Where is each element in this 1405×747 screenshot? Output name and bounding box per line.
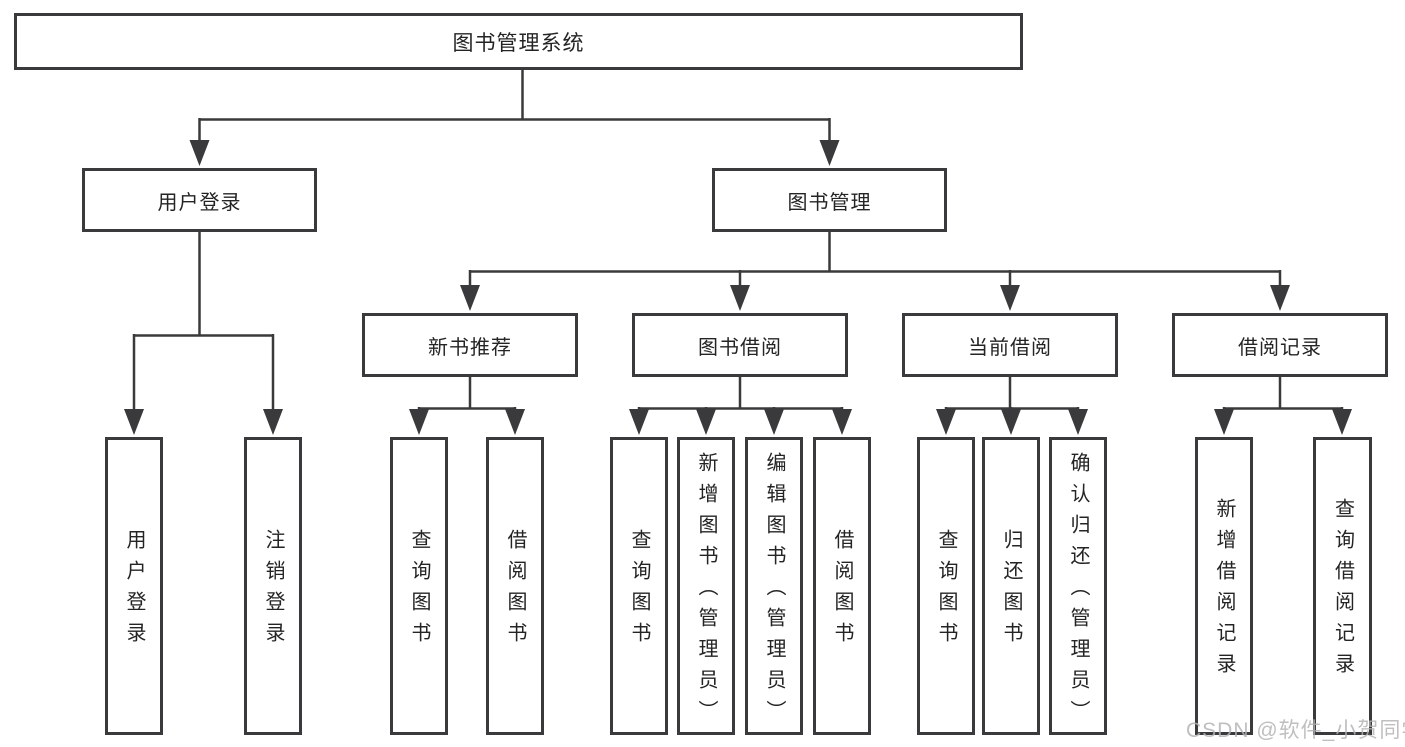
node-book-borrow-label: 图书借阅 [698,336,782,359]
leaf-edit-book-admin: 编辑图书（管理员） [745,437,803,735]
node-book-borrow: 图书借阅 [632,313,848,377]
node-book-management-label: 图书管理 [787,191,872,214]
leaf-query-books-borrow: 查询图书 [610,437,668,735]
leaf-logout-label: 注销登录 [262,529,284,653]
leaf-query-books-recommend: 查询图书 [390,437,448,735]
node-user-login: 用户登录 [82,168,317,232]
node-root-label: 图书管理系统 [452,31,585,55]
leaf-query-borrow-record-label: 查询借阅记录 [1331,498,1354,684]
leaf-query-books-current: 查询图书 [917,437,975,735]
leaf-add-borrow-record-label: 新增借阅记录 [1213,498,1235,684]
arrowheads [124,140,1352,435]
node-current-borrow-label: 当前借阅 [968,336,1052,359]
leaf-query-borrow-record: 查询借阅记录 [1313,437,1372,735]
leaf-user-login-label: 用户登录 [123,529,145,653]
node-current-borrow: 当前借阅 [902,313,1118,377]
leaf-query-books-borrow-label: 查询图书 [628,529,650,653]
node-user-login-label: 用户登录 [157,191,242,214]
leaf-user-login: 用户登录 [105,437,163,735]
leaf-query-books-current-label: 查询图书 [935,529,957,653]
leaf-borrow-books: 借阅图书 [813,437,871,735]
leaf-logout: 注销登录 [244,437,302,735]
leaf-add-book-admin-label: 新增图书（管理员） [695,451,717,731]
leaf-query-books-recommend-label: 查询图书 [408,529,430,653]
leaf-edit-book-admin-label: 编辑图书（管理员） [763,451,785,731]
node-new-book-recommend-label: 新书推荐 [428,336,512,359]
leaf-borrow-books-recommend-label: 借阅图书 [504,529,526,653]
leaf-borrow-books-label: 借阅图书 [831,529,853,653]
leaf-confirm-return-admin: 确认归还（管理员） [1049,437,1107,735]
leaf-return-book: 归还图书 [982,437,1040,735]
leaf-add-book-admin: 新增图书（管理员） [677,437,735,735]
leaf-borrow-books-recommend: 借阅图书 [486,437,544,735]
node-book-management: 图书管理 [712,168,947,232]
leaf-add-borrow-record: 新增借阅记录 [1195,437,1253,735]
node-borrow-records-label: 借阅记录 [1238,336,1322,359]
node-borrow-records: 借阅记录 [1172,313,1388,377]
node-new-book-recommend: 新书推荐 [362,313,578,377]
leaf-confirm-return-admin-label: 确认归还（管理员） [1067,451,1089,731]
node-root-library-system: 图书管理系统 [14,13,1023,70]
leaf-return-book-label: 归还图书 [1000,529,1022,653]
csdn-watermark: CSDN @软件_小贺同学 [1186,719,1405,742]
